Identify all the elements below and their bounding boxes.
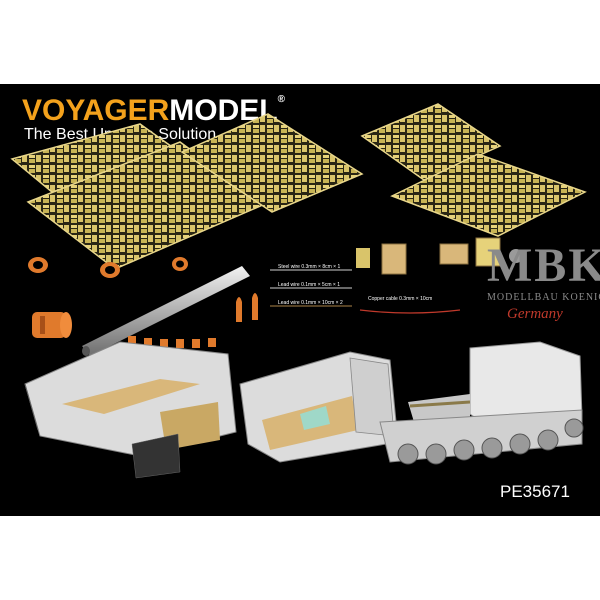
product-code: PE35671: [500, 482, 570, 501]
wire-set: [270, 269, 461, 314]
dealer-subtitle: MODELLBAU KOENIG: [487, 292, 600, 303]
brand-name-part1: VOYAGER: [22, 94, 170, 127]
wire-label-1: Steel wire 0.3mm × 8cm × 1: [278, 264, 341, 270]
assembled-vehicle: [379, 341, 584, 465]
brand-logo: VOYAGERMODEL®: [22, 94, 285, 128]
copper-cable-label: Copper cable 0.3mm × 10cm: [368, 296, 433, 302]
product-panel: VOYAGERMODEL® The Best Upgrade Solution: [0, 84, 600, 516]
fighting-compartment-middle: [239, 351, 399, 463]
wire-label-3: Lead wire 0.1mm × 10cm × 2: [278, 300, 343, 306]
resin-small-parts: [356, 237, 523, 275]
resin-ring-2: [100, 262, 120, 278]
registered-mark: ®: [277, 94, 285, 105]
pe-fret-3: [180, 113, 364, 213]
resin-ring-3: [172, 257, 188, 271]
kit-parts-illustration: [10, 103, 587, 479]
resin-caps: [128, 336, 216, 348]
muzzle-brake: [32, 312, 72, 338]
resin-shells: [236, 293, 258, 322]
wire-label-2: Lead wire 0.1mm × 5cm × 1: [278, 282, 340, 288]
pe-fret-5: [390, 153, 587, 237]
metal-barrel: [82, 266, 250, 356]
fighting-compartment-left: [24, 341, 237, 479]
dealer-logo: MBK: [487, 239, 600, 292]
dealer-country: Germany: [507, 306, 563, 322]
resin-ring-1: [28, 257, 48, 273]
